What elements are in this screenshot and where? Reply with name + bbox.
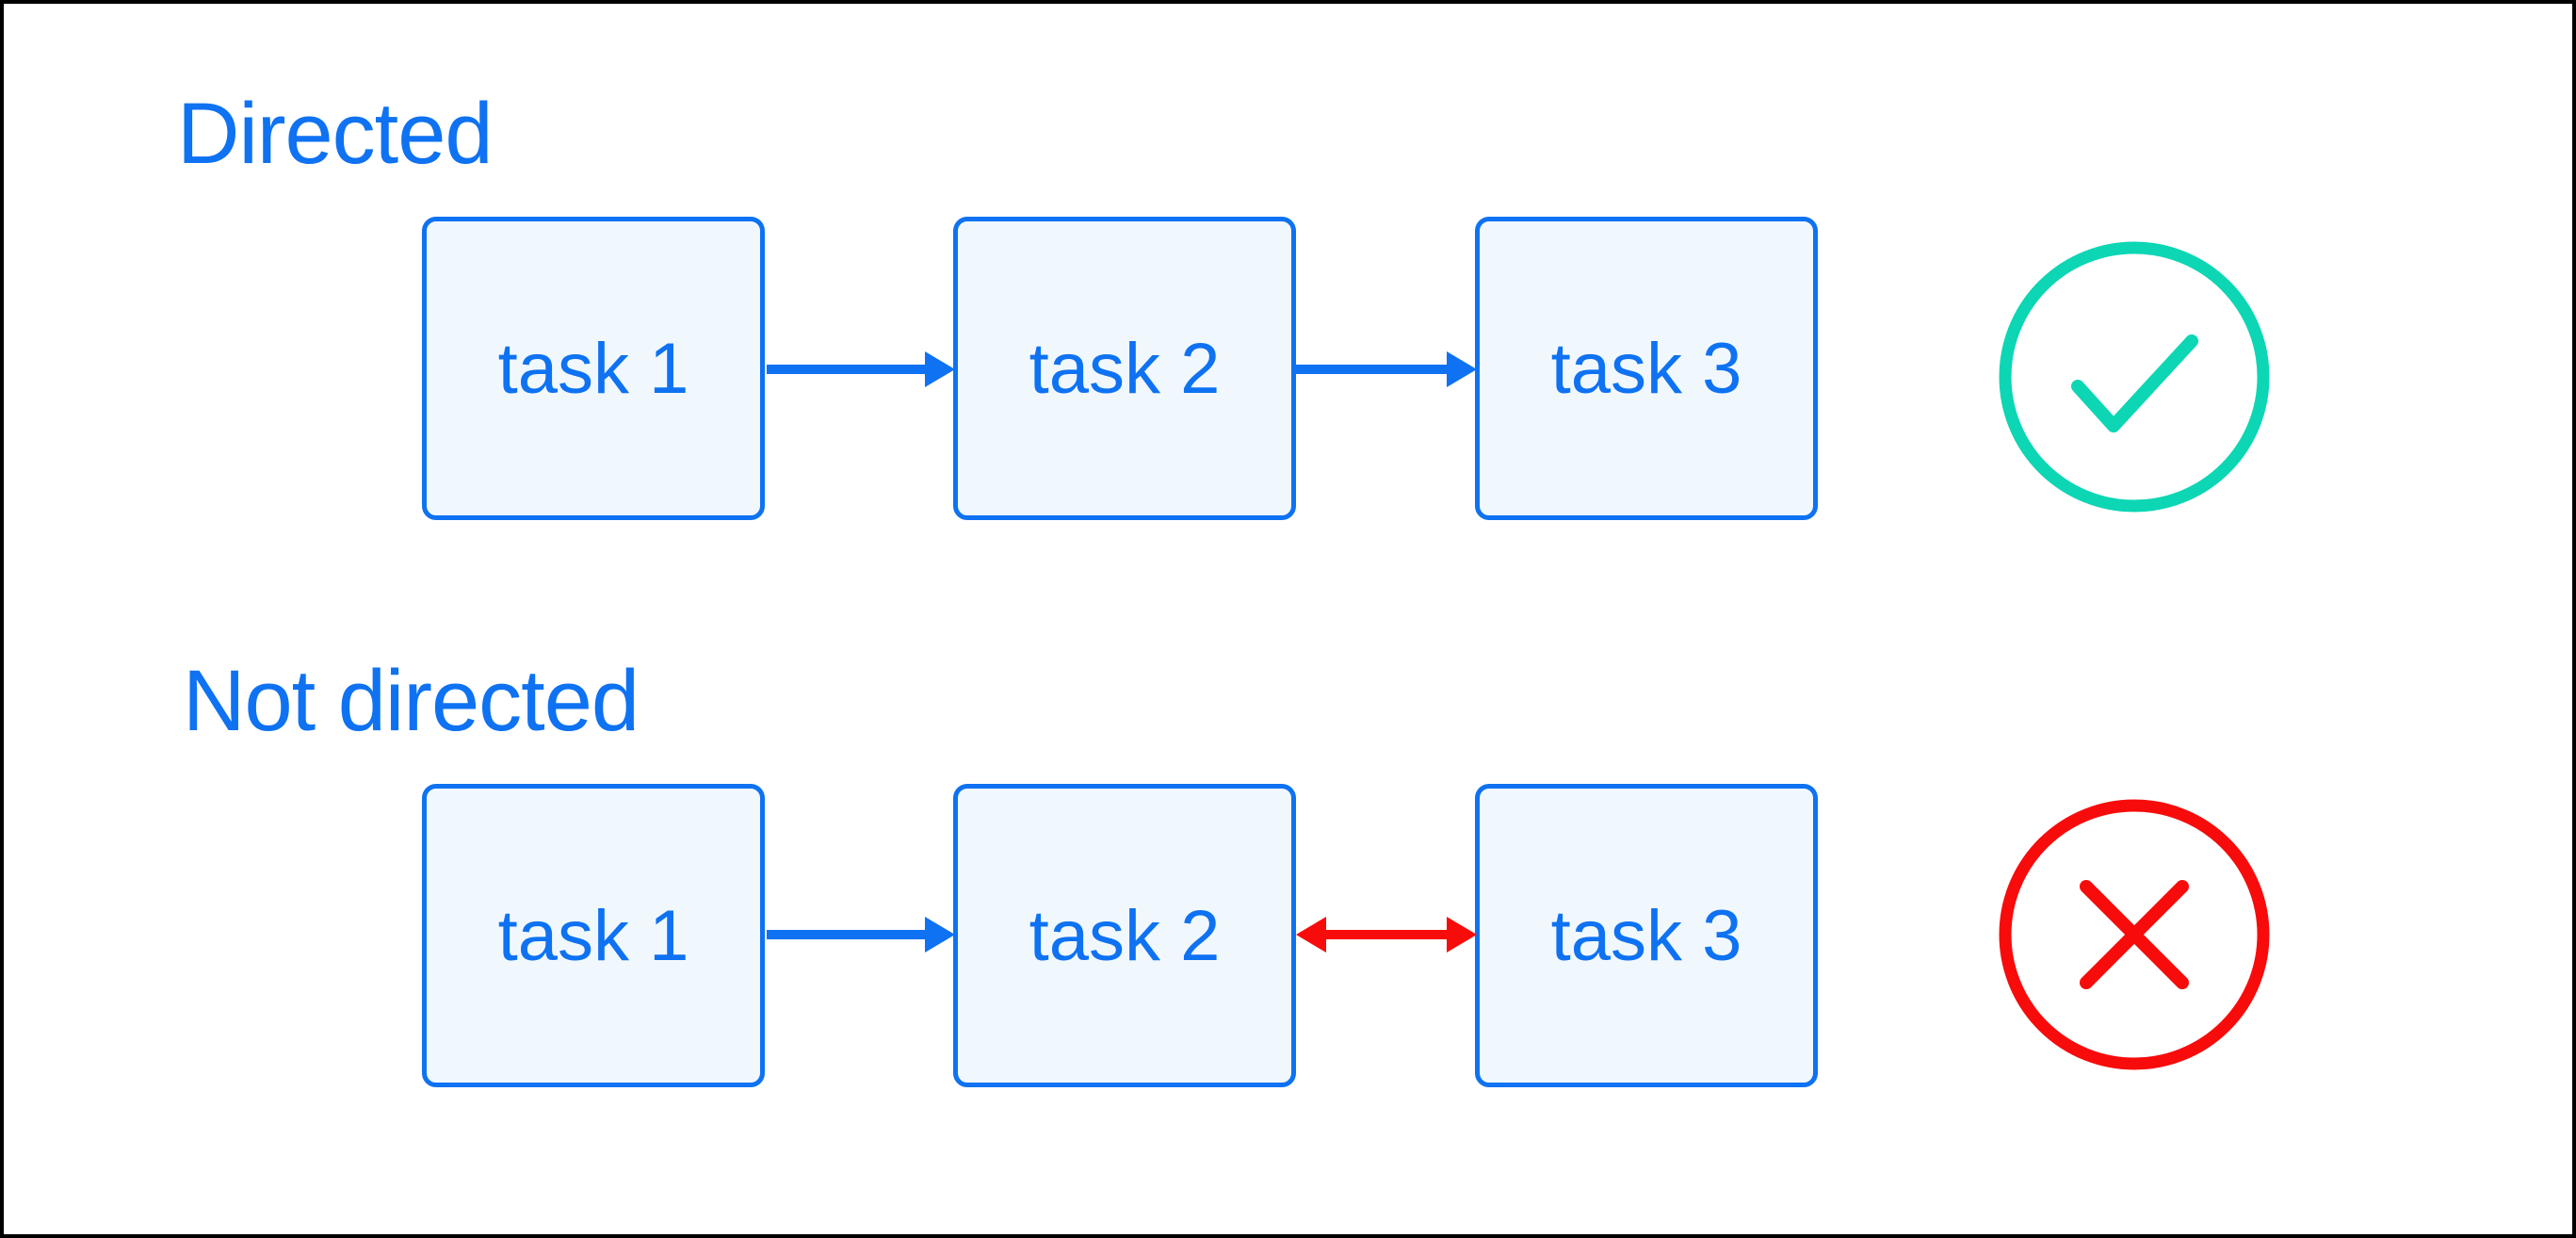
arrow-directed-1-2 — [767, 351, 955, 387]
task-node-directed-1: task 1 — [422, 217, 765, 520]
arrow-directed-2-3 — [1296, 351, 1477, 387]
arrow-directed-1-2-row2 — [767, 917, 955, 953]
arrow-bidirectional-2-3 — [1296, 917, 1477, 953]
task-node-label: task 2 — [1029, 328, 1221, 409]
cross-line — [2080, 880, 2189, 989]
task-node-undirected-3: task 3 — [1475, 784, 1818, 1087]
task-node-label: task 3 — [1550, 328, 1742, 409]
task-node-label: task 3 — [1550, 895, 1742, 976]
arrowhead-right-icon — [925, 917, 955, 953]
task-node-directed-2: task 2 — [953, 217, 1296, 520]
status-circle — [1999, 241, 2270, 513]
arrowhead-right-icon — [1447, 917, 1477, 953]
arrowhead-left-icon — [1296, 917, 1326, 953]
task-node-label: task 1 — [497, 895, 689, 976]
task-node-undirected-2: task 2 — [953, 784, 1296, 1087]
task-node-label: task 1 — [497, 328, 689, 409]
task-node-label: task 2 — [1029, 895, 1221, 976]
cross-line — [2080, 880, 2189, 989]
status-circle — [1999, 799, 2270, 1070]
task-node-undirected-1: task 1 — [422, 784, 765, 1087]
check-mark — [2071, 334, 2198, 432]
arrowhead-right-icon — [925, 351, 955, 387]
arrowhead-right-icon — [1447, 351, 1477, 387]
section-label-not-directed: Not directed — [183, 653, 640, 749]
section-label-directed: Directed — [177, 86, 494, 182]
check-circle-icon — [1999, 241, 2270, 513]
cross-circle-icon — [1999, 799, 2270, 1070]
task-node-directed-3: task 3 — [1475, 217, 1818, 520]
